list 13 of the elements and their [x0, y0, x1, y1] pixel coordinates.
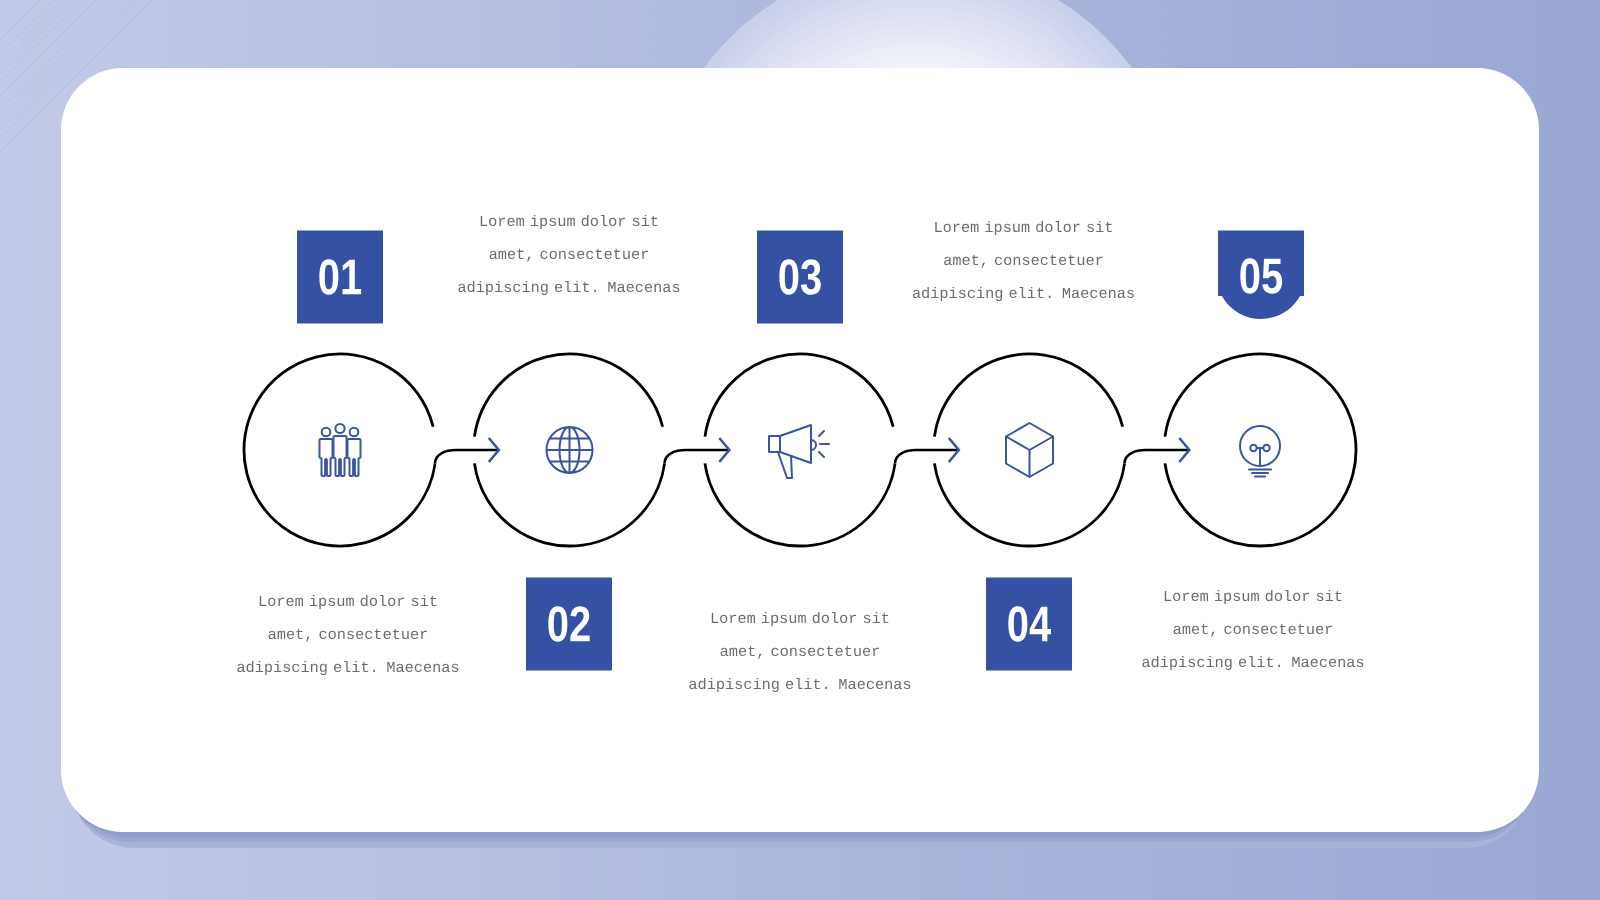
number-badge: 02 [526, 577, 612, 671]
number-badge: 04 [986, 577, 1072, 671]
step-description: Lorem ipsum dolor sit amet, consectetuer adipiscing elit. Maecenas [237, 594, 459, 676]
step-description: Lorem ipsum dolor sit amet, consectetuer adipiscing elit. Maecenas [912, 220, 1134, 302]
step-description: Lorem ipsum dolor sit amet, consectetuer adipiscing elit. Maecenas [1142, 589, 1364, 671]
connector-arrow [1123, 437, 1191, 464]
step-description: Lorem ipsum dolor sit amet, consectetuer adipiscing elit. Maecenas [458, 214, 680, 296]
connector-arrow [663, 437, 731, 464]
step-description: Lorem ipsum dolor sit amet, consectetuer adipiscing elit. Maecenas [689, 611, 911, 693]
connector-arrow [893, 437, 961, 464]
number-badge: 03 [757, 230, 843, 324]
number-badge: 01 [297, 230, 383, 324]
connector-arrow [433, 437, 501, 464]
